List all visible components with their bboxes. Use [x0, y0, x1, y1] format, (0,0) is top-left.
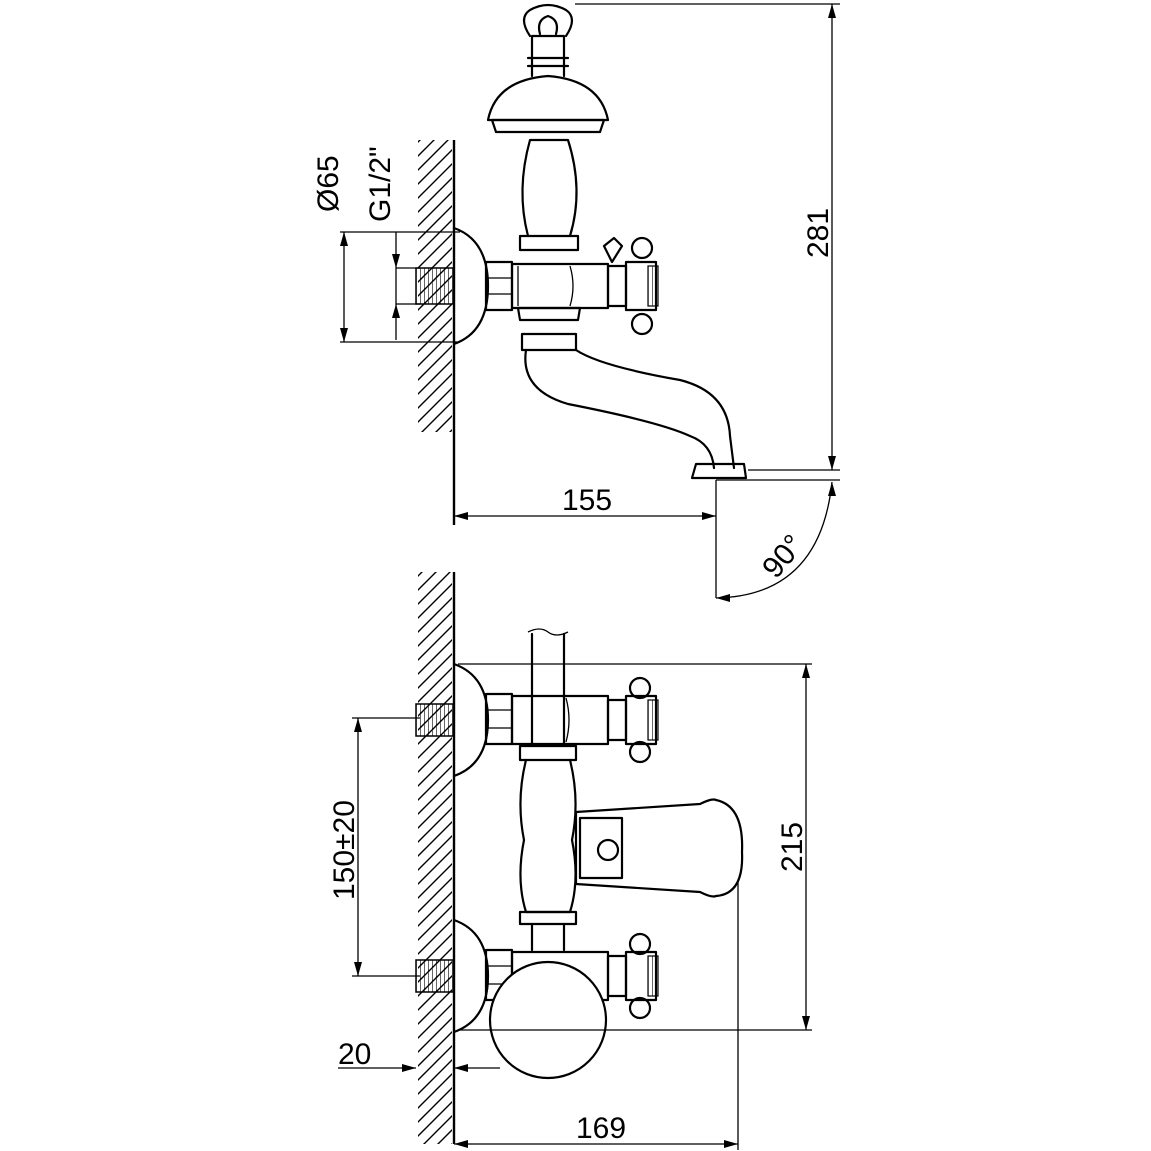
bottom-view: 215 150±20 20 169 [328, 572, 812, 1150]
thread-lower [415, 959, 455, 993]
depth-label: 169 [576, 1112, 626, 1145]
flange-lower [452, 918, 490, 1034]
reach-label: 155 [562, 484, 612, 517]
thread-label: G1/2" [364, 146, 397, 222]
hex-nut-top [484, 260, 514, 312]
lower-valve [484, 932, 659, 1080]
thread-upper [415, 703, 455, 737]
top-view: Ø65 G1/2" 281 155 90° [312, 3, 840, 602]
handle-top [602, 236, 659, 336]
offset-label: 20 [338, 1038, 371, 1071]
mixer-body-top [510, 262, 610, 310]
diverter-body [518, 744, 578, 952]
thread-top [415, 267, 455, 305]
body-height-label: 215 [776, 822, 809, 872]
angle-label: 90° [756, 529, 810, 585]
diameter-label: Ø65 [312, 155, 345, 212]
height-label: 281 [802, 208, 835, 258]
wall-hatch-bottom [418, 572, 452, 1144]
spout-top [516, 306, 748, 480]
spout-bottom [574, 798, 744, 898]
shower-riser [486, 3, 610, 252]
shower-pipe [530, 632, 566, 746]
center-distance-label: 150±20 [328, 800, 361, 900]
flange-upper [452, 662, 490, 778]
flange-top [452, 226, 490, 346]
round-knob [488, 960, 608, 1080]
upper-valve [484, 676, 659, 764]
